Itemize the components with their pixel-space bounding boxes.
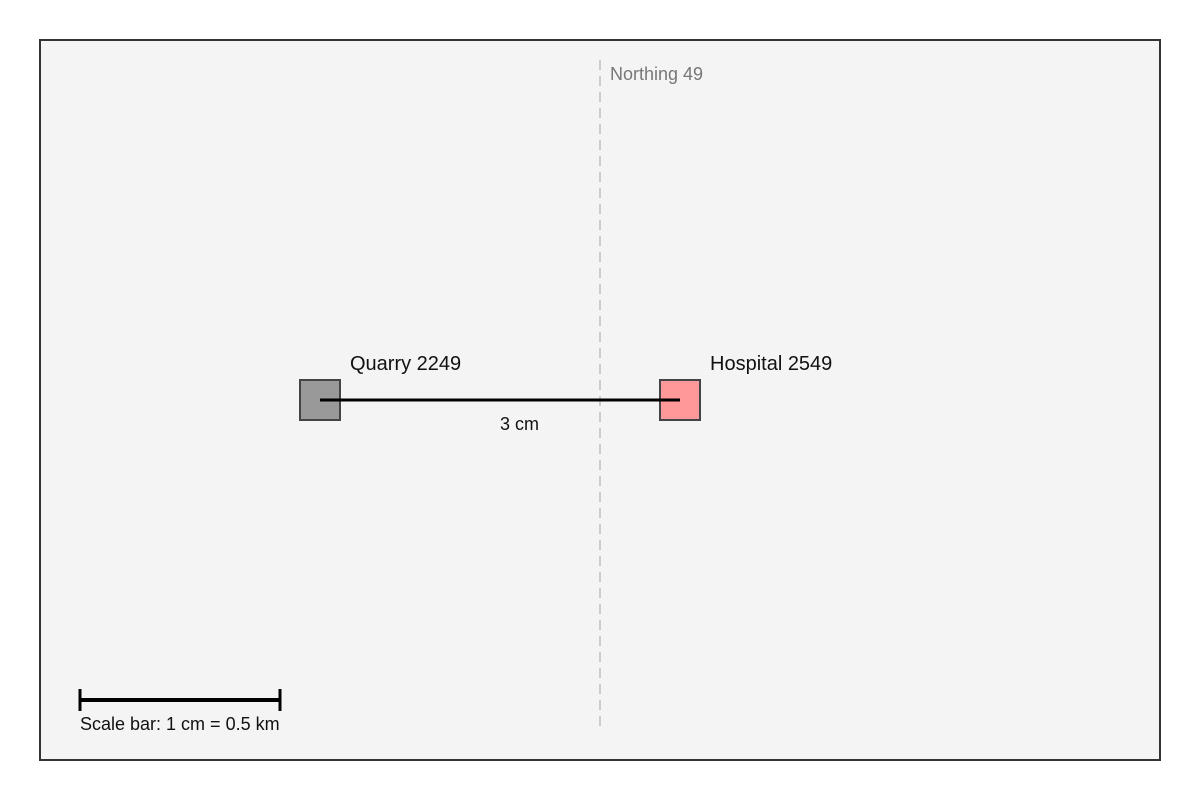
distance-label: 3 cm (500, 414, 539, 434)
northing-gridline-label: Northing 49 (610, 64, 703, 84)
scale-bar-label: Scale bar: 1 cm = 0.5 km (80, 714, 280, 734)
scale-bar (78, 689, 282, 711)
hospital-label: Hospital 2549 (710, 353, 832, 375)
quarry-label: Quarry 2249 (350, 353, 461, 375)
